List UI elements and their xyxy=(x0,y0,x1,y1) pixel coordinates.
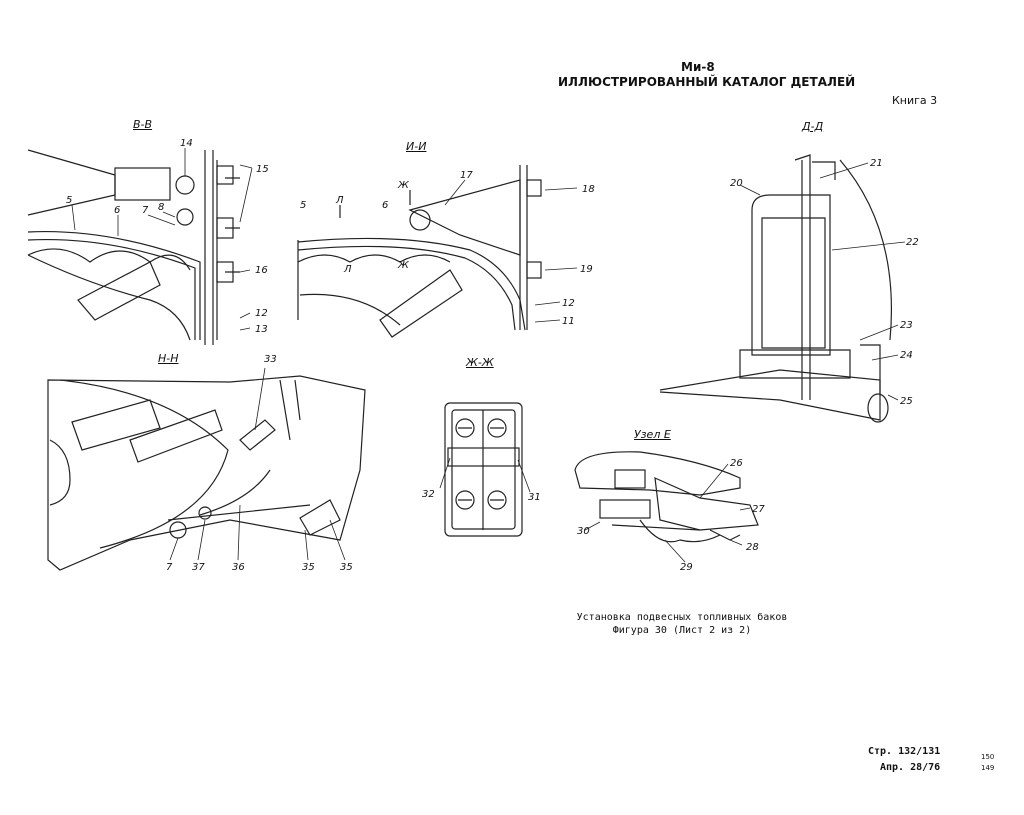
callout-nn-7: 7 xyxy=(166,562,173,573)
section-label-zhzh: Ж-Ж xyxy=(466,356,494,369)
callout-nn-36: 36 xyxy=(232,562,245,573)
callout-ii-l-top: Л xyxy=(335,195,344,206)
callout-ii-l-bottom: Л xyxy=(343,264,352,275)
section-label-nn: Н-Н xyxy=(158,352,179,365)
section-label-dd: Д-Д xyxy=(802,120,824,133)
callout-vv-15: 15 xyxy=(256,164,269,175)
callout-vv-7: 7 xyxy=(142,205,149,216)
view-nn-drawing xyxy=(47,375,366,571)
callout-vv-16: 16 xyxy=(255,265,268,276)
callout-ii-18: 18 xyxy=(582,184,595,195)
callout-ii-6: 6 xyxy=(382,200,388,211)
callout-nn-33: 33 xyxy=(264,354,277,365)
callout-uzel-30: 30 xyxy=(577,526,590,537)
section-label-ii: И-И xyxy=(406,140,427,153)
callout-uzel-28: 28 xyxy=(746,542,759,553)
callout-ii-12: 12 xyxy=(562,298,575,309)
figure-caption-line1: Установка подвесных топливных баков xyxy=(576,612,788,623)
model-title: Ми-8 xyxy=(681,60,715,74)
callout-ii-5: 5 xyxy=(300,200,306,211)
callout-dd-21: 21 xyxy=(870,158,883,169)
callout-uzel-26: 26 xyxy=(730,458,743,469)
callout-uzel-29: 29 xyxy=(680,562,693,573)
book-label: Книга 3 xyxy=(892,94,938,107)
callout-nn-35b: 35 xyxy=(340,562,353,573)
page-number: Стр. 132/131 xyxy=(868,746,941,757)
sheet-number-bottom: 149 xyxy=(981,764,995,772)
figure-caption-line2: Фигура 30 (Лист 2 из 2) xyxy=(612,625,752,636)
callout-ii-zh-bottom: Ж xyxy=(397,260,410,271)
callout-nn-37: 37 xyxy=(192,562,205,573)
view-zhzh-drawing xyxy=(444,402,523,537)
sheet-number-top: 150 xyxy=(981,753,995,761)
callout-ii-17: 17 xyxy=(460,170,473,181)
callout-ii-19: 19 xyxy=(580,264,593,275)
callout-zhzh-32: 32 xyxy=(422,489,435,500)
callout-dd-23: 23 xyxy=(900,320,913,331)
callout-nn-35a: 35 xyxy=(302,562,315,573)
callout-vv-12: 12 xyxy=(255,308,268,319)
callout-dd-20: 20 xyxy=(730,178,743,189)
catalog-title: ИЛЛЮСТРИРОВАННЫЙ КАТАЛОГ ДЕТАЛЕЙ xyxy=(558,75,856,89)
view-vv-drawing xyxy=(27,149,240,345)
callout-ii-11: 11 xyxy=(562,316,575,327)
section-label-vv: В-В xyxy=(133,118,153,131)
callout-vv-6: 6 xyxy=(114,205,120,216)
callout-vv-14: 14 xyxy=(180,138,193,149)
callout-vv-13: 13 xyxy=(255,324,268,335)
callout-vv-8: 8 xyxy=(158,202,164,213)
callout-vv-5: 5 xyxy=(66,195,72,206)
callout-zhzh-31: 31 xyxy=(528,492,541,503)
callout-dd-25: 25 xyxy=(900,396,913,407)
callout-dd-24: 24 xyxy=(900,350,913,361)
view-ii-drawing xyxy=(297,165,542,338)
callout-dd-22: 22 xyxy=(906,237,919,248)
callout-uzel-27: 27 xyxy=(752,504,765,515)
view-dd-drawing xyxy=(659,154,893,423)
section-label-uzel: Узел Е xyxy=(634,428,671,441)
revision-date: Апр. 28/76 xyxy=(880,762,941,773)
callout-ii-zh-top: Ж xyxy=(397,180,410,191)
